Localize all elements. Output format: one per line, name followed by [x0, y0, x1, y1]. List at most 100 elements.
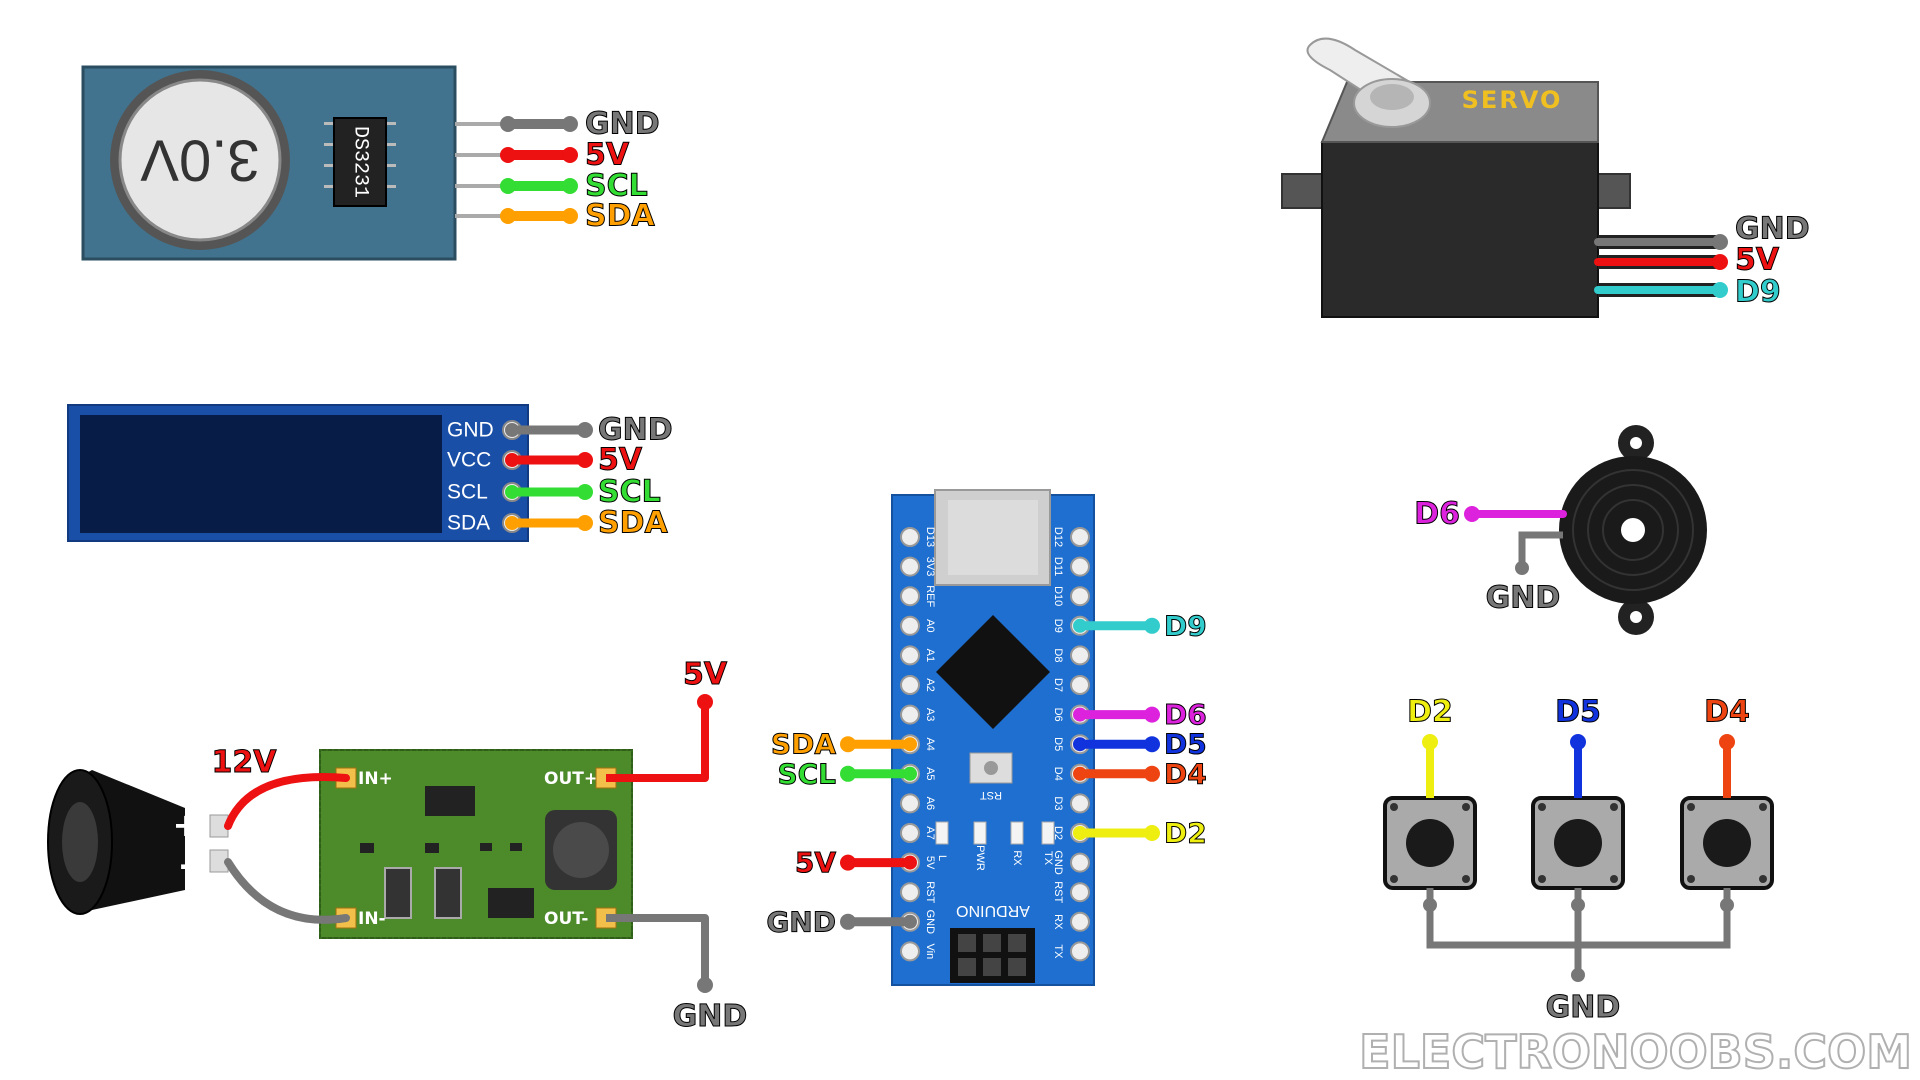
pad-label-in-minus: IN- — [358, 909, 386, 929]
nano-right-pin — [1070, 527, 1090, 547]
nano-right-pin-label: RX — [1052, 914, 1064, 930]
push-button[interactable] — [1383, 796, 1477, 890]
nano-left-pin-label: A4 — [924, 737, 936, 750]
nano-right-pin — [1070, 852, 1090, 873]
nano-led-label: TX — [1042, 851, 1054, 866]
oled-wire-end — [577, 422, 593, 438]
nano-right-pin-label: GND — [1052, 850, 1064, 875]
button-cap[interactable] — [1703, 819, 1751, 867]
nano-left-wire-end — [840, 854, 856, 871]
nano-left-pin-label: A0 — [924, 619, 936, 632]
watermark: ELECTRONOOBS.COM — [1359, 1025, 1912, 1079]
nano-left-pin — [900, 615, 920, 636]
pad-label-out-minus: OUT- — [544, 909, 588, 929]
nano-left-pin — [900, 675, 920, 695]
oled-pin-label: SDA — [447, 512, 490, 535]
servo-wire-end — [1712, 282, 1728, 298]
dc-dc-converter: IN+ IN- OUT+ OUT- — [319, 749, 633, 939]
nano-right-wire-end — [1073, 766, 1087, 781]
nano-right-wire-end — [1144, 765, 1160, 782]
nano-right-wire-end — [1144, 736, 1160, 753]
label-12v: 12V — [212, 745, 278, 780]
nano-right-pin-label: D4 — [1052, 767, 1064, 781]
button-cap[interactable] — [1554, 819, 1602, 867]
nano-right-pin — [1070, 793, 1090, 814]
nano-left-pin-label: REF — [924, 585, 936, 607]
nano-left-wire-label: GND — [766, 905, 836, 938]
wire-12v — [224, 773, 350, 830]
button-signal-end — [1570, 734, 1586, 750]
rtc-wire-label: SDA — [585, 199, 656, 234]
oled-wire-label: GND — [598, 413, 673, 448]
nano-right-wire-label: D6 — [1164, 698, 1207, 731]
wire-input-gnd — [224, 858, 350, 924]
nano-right-pin — [1070, 586, 1090, 607]
oled-wire-end — [577, 452, 593, 468]
rtc-chip: DS3231 — [324, 117, 396, 207]
push-button[interactable] — [1531, 796, 1625, 890]
nano-brand: ARDUINO — [956, 902, 1030, 919]
nano-right-pin — [1070, 911, 1090, 932]
nano-right-pin-label: D5 — [1052, 737, 1064, 751]
servo-label: SERVO — [1462, 86, 1563, 114]
pad-label-out-plus: OUT+ — [544, 769, 598, 789]
nano-left-pin — [900, 941, 920, 962]
nano-left-pin-label: A5 — [924, 767, 936, 780]
oled-wire-end — [505, 453, 519, 467]
rtc-wire-end — [562, 208, 578, 224]
button-signal-label: D2 — [1407, 695, 1453, 730]
label-out-gnd: GND — [673, 999, 748, 1034]
nano-right-pin-label: D11 — [1052, 557, 1064, 576]
label-out-5v: 5V — [683, 657, 728, 692]
rtc-wire-end — [500, 116, 516, 132]
pad-label-in-plus: IN+ — [358, 769, 393, 789]
rtc-chip-label: DS3231 — [349, 126, 372, 198]
nano-right-pin-label: D10 — [1052, 586, 1064, 606]
nano-left-pin — [900, 882, 920, 903]
nano-right-pin — [1070, 882, 1090, 903]
nano-right-pin-label: D7 — [1052, 678, 1064, 692]
button-signal-label: D5 — [1555, 695, 1601, 730]
oled-pin-label: VCC — [447, 449, 491, 472]
nano-left-wire-end — [840, 913, 856, 930]
nano-right-pin-label: RST — [1052, 881, 1064, 903]
oled-pin-label: GND — [447, 419, 494, 442]
nano-left-wire-end — [903, 766, 917, 781]
servo-wire-end — [1712, 254, 1728, 270]
nano-left-pin-label: RST — [924, 881, 936, 903]
nano-left-wire-end — [903, 855, 917, 870]
dc-jack: + - — [47, 769, 229, 915]
buttons-ground-label: GND — [1546, 990, 1621, 1025]
nano-left-pin — [900, 823, 920, 843]
push-button[interactable] — [1680, 796, 1774, 890]
nano-right-pin — [1070, 675, 1090, 695]
nano-right-wire-end — [1144, 706, 1160, 723]
nano-left-pin-label: A3 — [924, 708, 936, 721]
oled-wire-end — [505, 485, 519, 499]
nano-left-wire-end — [840, 765, 856, 782]
wire-out-gnd — [606, 914, 709, 985]
rtc-wire-label: SCL — [585, 169, 648, 204]
nano-right-pin-label: D3 — [1052, 796, 1064, 810]
rtc-wire-end — [500, 178, 516, 194]
nano-right-pin-label: D6 — [1052, 708, 1064, 722]
nano-right-wire-end — [1073, 826, 1087, 840]
converter-ic — [425, 786, 475, 816]
button-cap[interactable] — [1406, 819, 1454, 867]
rtc-wire-end — [562, 116, 578, 132]
nano-right-wire-end — [1073, 618, 1087, 633]
nano-left-pin — [900, 704, 920, 725]
nano-right-pin-label: D12 — [1052, 527, 1064, 547]
nano-left-wire-label: SDA — [771, 728, 836, 761]
nano-right-wire-label: D5 — [1164, 728, 1207, 761]
nano-led-label: RX — [1011, 850, 1023, 866]
nano-left-pin — [900, 793, 920, 814]
oled-pin-label: SCL — [447, 481, 488, 504]
